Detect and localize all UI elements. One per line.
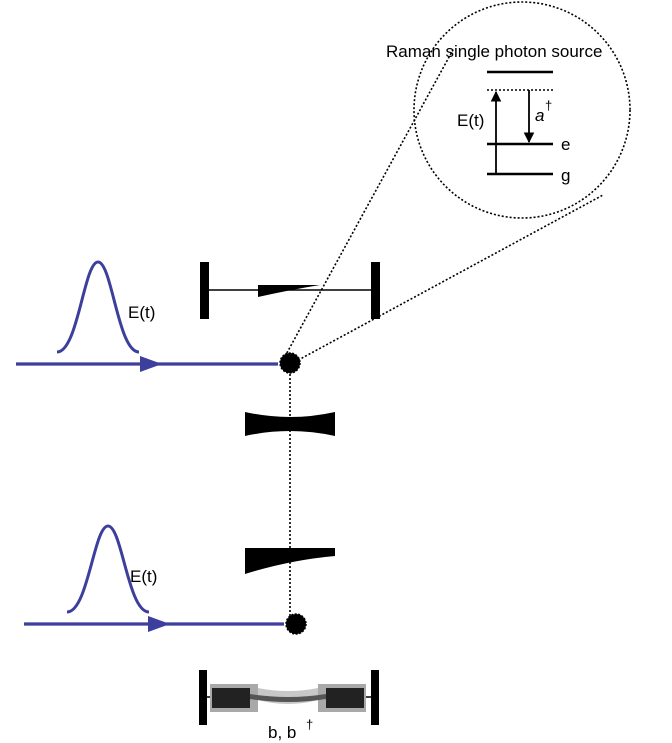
zoom-line-right [290, 194, 604, 365]
lower-lens [245, 548, 335, 574]
inset-magnifier-circle [413, 1, 631, 219]
top-pulse-envelope [56, 260, 140, 354]
top-cavity-mirror-right [371, 262, 380, 319]
inset-level-e-label: e [561, 135, 570, 154]
membrane-dark-right [326, 688, 364, 708]
mechanics-mirror-left [199, 670, 207, 725]
top-cavity-mirror-left [200, 262, 209, 319]
mechanics-mirror-right [371, 670, 379, 725]
zoom-line-left [282, 47, 455, 361]
inset-drive-label: E(t) [457, 111, 484, 130]
upper-lens [245, 412, 335, 436]
bottom-emitter-dot [285, 613, 307, 635]
bottom-beam-arrowhead [148, 616, 170, 632]
membrane-dark-left [212, 688, 250, 708]
top-emitter-dot [279, 352, 301, 374]
mechanical-resonator [199, 670, 379, 725]
top-cavity-lens [258, 285, 320, 297]
raman-inset: Raman single photon source E(t) a † e g [386, 1, 631, 219]
inset-cavity-dagger: † [545, 98, 552, 113]
membrane-dark-center [250, 694, 326, 702]
mechanics-dagger: † [306, 717, 313, 732]
top-beam-arrowhead [140, 356, 162, 372]
top-pulse-label: E(t) [128, 303, 155, 322]
bottom-pulse-label: E(t) [130, 567, 157, 586]
mechanics-label: b, b [268, 723, 296, 742]
inset-title: Raman single photon source [386, 42, 602, 61]
inset-cavity-label: a [535, 106, 544, 125]
bottom-pulse-envelope [66, 524, 150, 614]
inset-level-g-label: g [561, 166, 570, 185]
top-cavity [200, 262, 380, 319]
